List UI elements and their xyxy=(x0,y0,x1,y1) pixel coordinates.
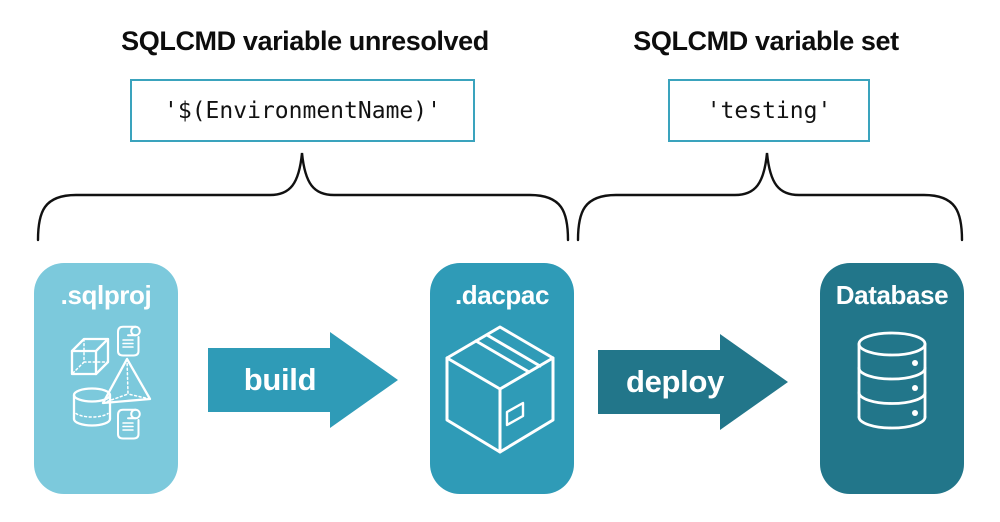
database-icon xyxy=(857,331,927,430)
resolved-value-box: 'testing' xyxy=(668,79,870,142)
pyramid-icon xyxy=(101,357,152,405)
dacpac-node: .dacpac xyxy=(430,263,574,494)
resolved-value-text: 'testing' xyxy=(706,97,832,124)
script-icon xyxy=(117,408,141,440)
left-brace xyxy=(36,152,570,242)
sqlproj-node-label: .sqlproj xyxy=(60,280,152,310)
database-node-label: Database xyxy=(835,280,949,310)
deploy-arrow xyxy=(598,334,788,430)
cube-icon xyxy=(70,337,110,376)
script-icon xyxy=(117,325,141,357)
package-icon xyxy=(445,325,555,454)
right-brace xyxy=(576,152,964,242)
resolved-heading: SQLCMD variable set xyxy=(633,26,899,56)
cylinder-icon xyxy=(72,387,112,427)
sqlproj-node: .sqlproj xyxy=(34,263,178,494)
unresolved-value-text: '$(EnvironmentName)' xyxy=(164,97,441,124)
unresolved-value-box: '$(EnvironmentName)' xyxy=(130,79,475,142)
build-arrow xyxy=(208,332,398,428)
deploy-arrow-label: deploy xyxy=(625,364,725,399)
brace-overlay xyxy=(36,152,964,242)
dacpac-node-label: .dacpac xyxy=(454,280,550,310)
sql-objects-icon xyxy=(70,325,152,440)
build-arrow-label: build xyxy=(243,362,317,397)
unresolved-heading: SQLCMD variable unresolved xyxy=(121,26,489,56)
